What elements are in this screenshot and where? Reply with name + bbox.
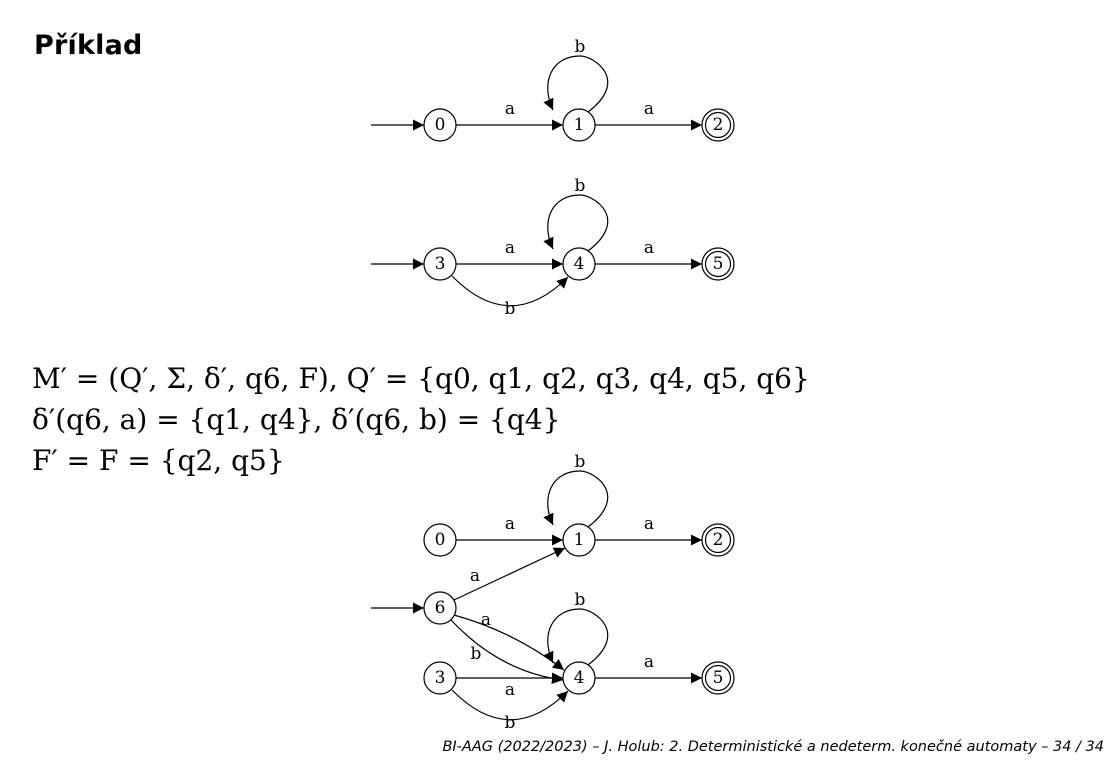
a3-edge-label-0-1: a — [505, 514, 515, 534]
a2-state-label-5: 5 — [713, 254, 724, 274]
slide-title: Příklad — [34, 30, 143, 61]
automaton1 — [371, 55, 735, 142]
a3-edge-label-6-4-b: b — [471, 644, 482, 664]
a2-edge-label-3-4-b: b — [505, 299, 516, 319]
a3-state-6 — [423, 591, 457, 625]
a3-edge-6-4-b — [450, 619, 564, 685]
a3-edge-label-4-5: a — [644, 652, 654, 672]
a3-edge-label-loop-4: b — [575, 590, 586, 610]
a3-state-label-5: 5 — [713, 668, 724, 688]
a2-state-label-4: 4 — [574, 254, 585, 274]
a2-edge-label-3-4-a: a — [505, 238, 515, 258]
a3-edge-label-loop-1: b — [575, 452, 586, 472]
automaton2 — [371, 194, 735, 307]
a2-edge-label-loop-4: b — [575, 176, 586, 196]
a3-loop-4 — [543, 608, 609, 666]
a1-state-2 — [701, 108, 735, 142]
a1-edge-label-0-1: a — [505, 99, 515, 119]
a2-state-5 — [701, 247, 735, 281]
a3-state-label-0: 0 — [435, 530, 446, 550]
a2-edge-label-4-5: a — [644, 238, 654, 258]
a3-state-2 — [701, 523, 735, 557]
a1-state-label-2: 2 — [713, 115, 724, 135]
a3-edge-label-6-1: a — [470, 566, 480, 586]
a1-edge-label-1-2: a — [644, 99, 654, 119]
a1-state-2-accept-ring — [704, 111, 732, 139]
a1-edge-label-loop-1: b — [575, 37, 586, 57]
definition-line-1: M′ = (Q′, Σ, δ′, q6, F), Q′ = {q0, q1, q… — [32, 362, 810, 395]
a3-edge-label-3-4-a: a — [505, 680, 515, 700]
a3-edge-label-6-4-a: a — [481, 610, 491, 630]
automaton3 — [371, 470, 735, 721]
a2-state-label-3: 3 — [435, 254, 446, 274]
a3-edge-6-1 — [453, 547, 566, 601]
a3-state-label-6: 6 — [435, 598, 446, 618]
a3-state-label-1: 1 — [574, 530, 585, 550]
a1-loop-1 — [543, 55, 609, 113]
slide-footer: BI-AAG (2022/2023) – J. Holub: 2. Determ… — [442, 739, 1104, 755]
a2-loop-4 — [543, 194, 609, 252]
a3-state-5 — [701, 661, 735, 695]
a3-state-label-3: 3 — [435, 668, 446, 688]
definition-line-2: δ′(q6, a) = {q1, q4}, δ′(q6, b) = {q4} — [32, 403, 561, 436]
a2-state-5-accept-ring — [704, 250, 732, 278]
a3-state-label-4: 4 — [574, 668, 585, 688]
a3-loop-1 — [543, 470, 609, 528]
a1-state-label-0: 0 — [435, 115, 446, 135]
a3-state-5-accept-ring — [704, 664, 732, 692]
a1-state-label-1: 1 — [574, 115, 585, 135]
a3-edge-3-4-b — [451, 689, 569, 721]
a2-edge-3-4-b — [451, 275, 569, 307]
a3-state-label-2: 2 — [713, 530, 724, 550]
a3-edge-label-3-4-b: b — [505, 713, 516, 733]
a3-state-2-accept-ring — [704, 526, 732, 554]
a3-edge-label-1-2: a — [644, 514, 654, 534]
definition-line-3: F′ = F = {q2, q5} — [32, 444, 285, 477]
